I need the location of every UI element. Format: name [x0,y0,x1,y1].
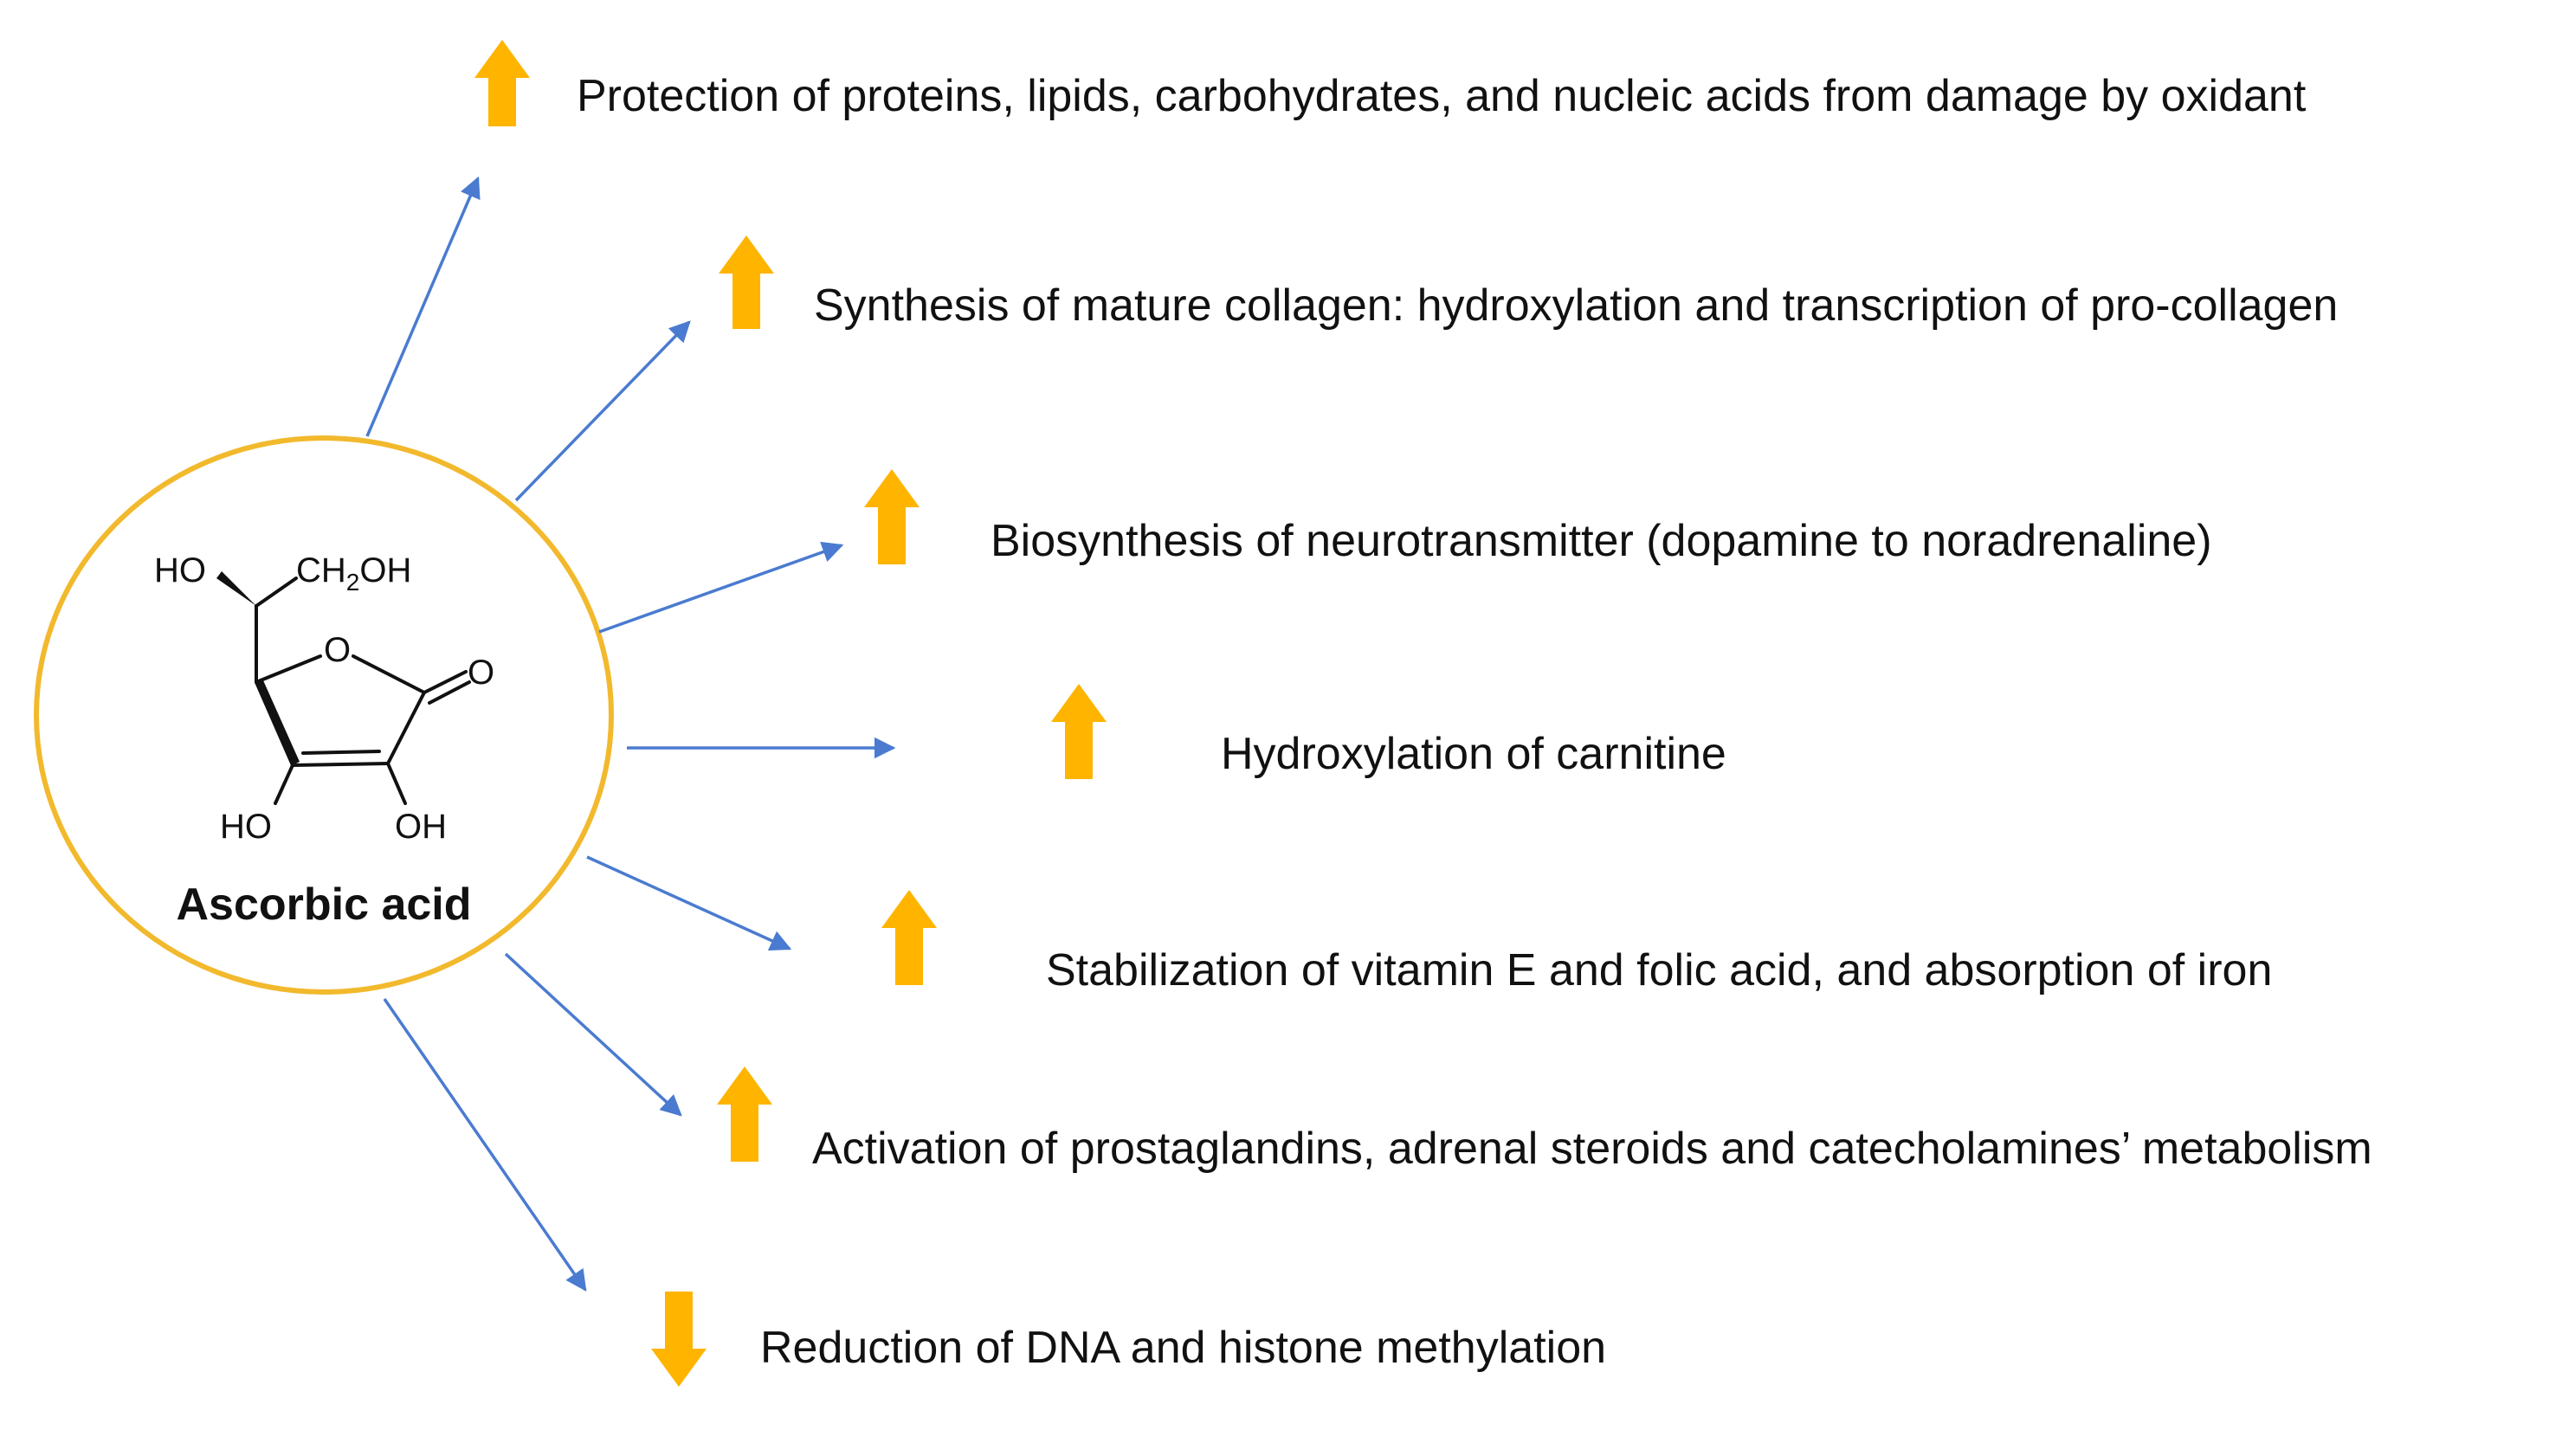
effect-label-neurotransmitter: Biosynthesis of neurotransmitter (dopami… [991,516,2212,566]
structure-label-ho-bottom: HO [220,808,272,846]
structure-label-ho-top: HO [154,551,206,589]
connector-arrow [586,855,792,951]
up-arrow-icon [474,40,530,126]
ascorbic-acid-circle [34,435,614,995]
connector-arrow [365,176,481,437]
down-arrow-icon [651,1292,707,1387]
connector-arrows [365,176,896,1292]
wedge-bond [256,680,300,765]
structure-label-oh-bottom: OH [395,808,447,846]
connector-arrow [598,541,844,634]
effect-label-antioxidant: Protection of proteins, lipids, carbohyd… [577,71,2307,121]
up-arrow-icon [717,1066,772,1162]
effect-label-carnitine: Hydroxylation of carnitine [1221,729,1726,779]
connector-arrow [514,320,691,502]
structure-label-ring-o: O [324,631,351,669]
structure-label-ch2oh: CH2OH [296,551,411,596]
up-arrow-icon [864,469,920,564]
up-arrow-icon [719,235,774,329]
effect-label-prostaglandins: Activation of prostaglandins, adrenal st… [812,1124,2372,1174]
connector-arrow [504,952,682,1117]
up-arrow-icon [1051,684,1107,779]
structure-label-carbonyl-o: O [468,654,494,692]
ascorbic-acid-structure [255,577,471,805]
effect-label-dna-methylation: Reduction of DNA and histone methylation [760,1323,1606,1373]
up-arrow-icon [881,890,937,985]
effect-label-vitamin-e-iron: Stabilization of vitamin E and folic aci… [1046,945,2272,995]
wedge-bond [216,571,256,606]
connector-arrow [383,998,587,1292]
center-label: Ascorbic acid [176,879,471,930]
effect-label-collagen: Synthesis of mature collagen: hydroxylat… [814,280,2338,331]
